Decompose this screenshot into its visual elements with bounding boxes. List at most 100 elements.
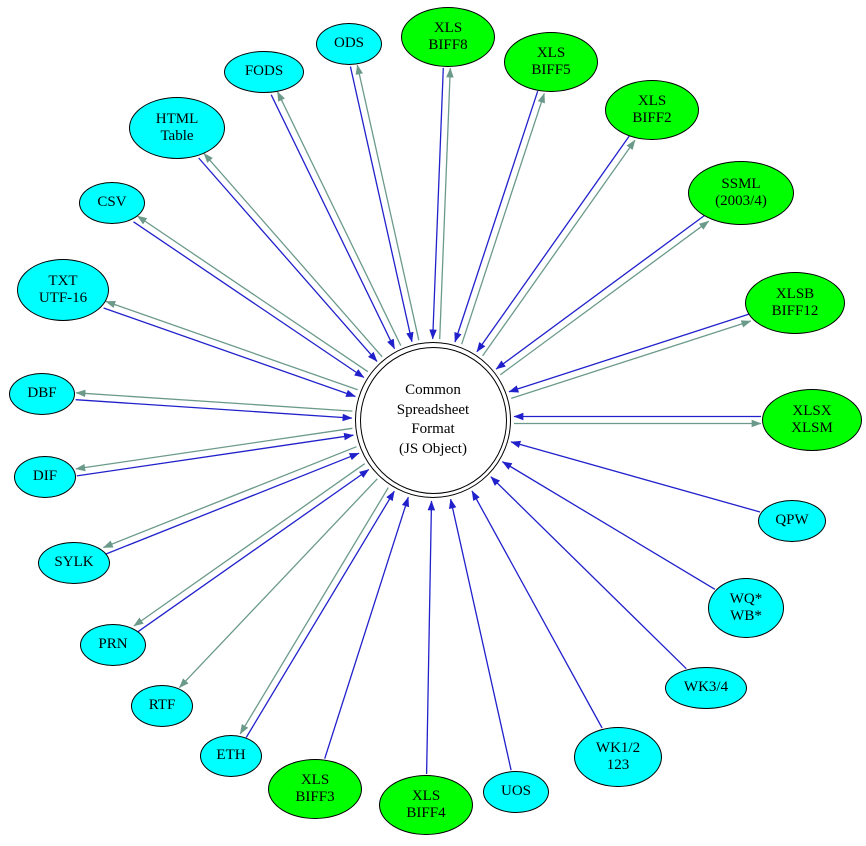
edge-uos-read bbox=[448, 498, 512, 771]
node-uos: UOS bbox=[483, 771, 549, 813]
edge-ods-read bbox=[349, 66, 414, 343]
center-label-line-4: (JS Object) bbox=[399, 440, 467, 457]
node-dbf-label-line-1: DBF bbox=[27, 385, 57, 402]
node-xls-biff4-label-line-2: BIFF4 bbox=[406, 805, 446, 821]
node-xls-biff4-label-line-1: XLS bbox=[411, 787, 441, 804]
node-xls-biff8-label-line-1: XLS bbox=[433, 19, 463, 36]
edge-xls-biff2-write bbox=[482, 139, 636, 357]
edge-csv-write bbox=[136, 215, 369, 373]
node-rtf-label-line-1: RTF bbox=[148, 697, 176, 714]
node-csv: CSV bbox=[79, 182, 145, 224]
center-node-inner-ring: Common Spreadsheet Format (JS Object) bbox=[359, 346, 507, 494]
edge-xls-biff5-read bbox=[454, 90, 539, 343]
edge-qpw-read bbox=[510, 440, 761, 513]
edge-xls-biff4-read bbox=[425, 500, 436, 775]
edge-csv-read bbox=[133, 221, 365, 379]
edge-fods-read bbox=[270, 94, 396, 350]
edge-html-table-write bbox=[203, 152, 383, 358]
edge-wq-wb-read bbox=[501, 461, 716, 590]
edge-txt-utf16-write bbox=[105, 300, 358, 391]
edge-dbf-write bbox=[75, 389, 353, 412]
node-xls-biff3-label-line-1: XLS bbox=[300, 771, 330, 788]
node-wq-wb: WQ*WB* bbox=[708, 578, 784, 638]
center-label-line-3: Format bbox=[411, 421, 455, 437]
node-ssml: SSML(2003/4) bbox=[688, 161, 794, 225]
node-html-table-label-line-1: HTML bbox=[155, 110, 199, 127]
edge-wk12-123-read bbox=[471, 490, 603, 729]
edge-xls-biff8-write bbox=[439, 67, 454, 340]
node-fods-label-line-1: FODS bbox=[244, 63, 284, 80]
edge-xlsb-biff12-read bbox=[508, 313, 749, 393]
edge-html-table-read bbox=[198, 157, 378, 362]
node-csv-label-line-1: CSV bbox=[97, 194, 127, 211]
node-xls-biff2-label-line-1: XLS bbox=[637, 92, 667, 109]
node-wk12-123-label-line-1: WK1/2 bbox=[595, 739, 641, 756]
node-html-table-label-line-2: Table bbox=[160, 128, 194, 144]
node-xlsx-xlsm-label-line-2: XLSM bbox=[791, 420, 833, 436]
node-dif: DIF bbox=[14, 456, 76, 498]
edge-sylk-write bbox=[102, 446, 357, 549]
node-xls-biff3-label-line-2: BIFF3 bbox=[295, 789, 335, 805]
node-dif-label-line-1: DIF bbox=[32, 468, 58, 485]
node-ods: ODS bbox=[316, 23, 382, 65]
edge-wk34-read bbox=[490, 476, 687, 670]
edge-ods-write bbox=[355, 64, 420, 341]
node-dbf: DBF bbox=[9, 373, 75, 415]
node-wq-wb-label-line-1: WQ* bbox=[729, 590, 763, 607]
node-ssml-label-line-1: SSML bbox=[721, 175, 761, 192]
edge-ssml-write bbox=[499, 220, 710, 376]
edge-dbf-read bbox=[75, 399, 353, 422]
edge-xls-biff2-read bbox=[476, 135, 630, 353]
node-ods-label-line-1: ODS bbox=[333, 35, 364, 52]
node-wq-wb-label-line-2: WB* bbox=[730, 608, 762, 624]
node-sylk: SYLK bbox=[38, 542, 110, 584]
edge-xls-biff5-write bbox=[461, 92, 545, 345]
node-fods: FODS bbox=[224, 51, 304, 93]
node-qpw: QPW bbox=[758, 500, 826, 542]
node-xls-biff2-label-line-2: BIFF2 bbox=[632, 110, 672, 126]
node-txt-utf16-label-line-1: TXT bbox=[48, 272, 78, 289]
edge-fods-write bbox=[276, 91, 402, 346]
node-uos-label-line-1: UOS bbox=[500, 783, 531, 800]
edge-txt-utf16-read bbox=[103, 307, 356, 398]
node-txt-utf16-label-line-2: UTF-16 bbox=[38, 290, 88, 306]
edge-prn-read bbox=[137, 468, 370, 633]
node-xlsb-biff12-label-line-1: XLSB bbox=[775, 285, 815, 302]
edge-eth-write bbox=[239, 487, 389, 735]
node-rtf: RTF bbox=[131, 685, 193, 727]
edge-sylk-read bbox=[105, 452, 360, 555]
edge-xlsb-biff12-write bbox=[511, 320, 752, 400]
edge-dif-read bbox=[76, 432, 354, 477]
node-eth-label-line-1: ETH bbox=[216, 747, 246, 764]
node-sylk-label-line-1: SYLK bbox=[54, 554, 94, 571]
node-xls-biff5-label-line-1: XLS bbox=[536, 44, 566, 61]
edge-ssml-read bbox=[495, 214, 705, 370]
node-xlsb-biff12-label-line-2: BIFF12 bbox=[771, 303, 819, 319]
edge-dif-write bbox=[75, 427, 353, 472]
edge-rtf-write bbox=[178, 478, 378, 689]
edge-xls-biff3-read bbox=[324, 496, 410, 759]
node-prn-label-line-1: PRN bbox=[98, 636, 128, 653]
node-wk34: WK3/4 bbox=[665, 667, 747, 709]
node-wk12-123-label-line-2: 123 bbox=[606, 757, 630, 773]
node-wk34-label-line-1: WK3/4 bbox=[683, 679, 729, 696]
edge-xls-biff8-read bbox=[429, 67, 444, 340]
node-xlsx-xlsm-label-line-1: XLSX bbox=[792, 402, 832, 419]
node-ssml-label-line-2: (2003/4) bbox=[715, 193, 767, 209]
edge-eth-read bbox=[245, 490, 395, 738]
node-xls-biff5-label-line-2: BIFF5 bbox=[531, 62, 571, 78]
node-qpw-label-line-1: QPW bbox=[775, 512, 809, 529]
node-xls-biff8-label-line-2: BIFF8 bbox=[428, 37, 468, 53]
node-prn: PRN bbox=[80, 624, 146, 666]
